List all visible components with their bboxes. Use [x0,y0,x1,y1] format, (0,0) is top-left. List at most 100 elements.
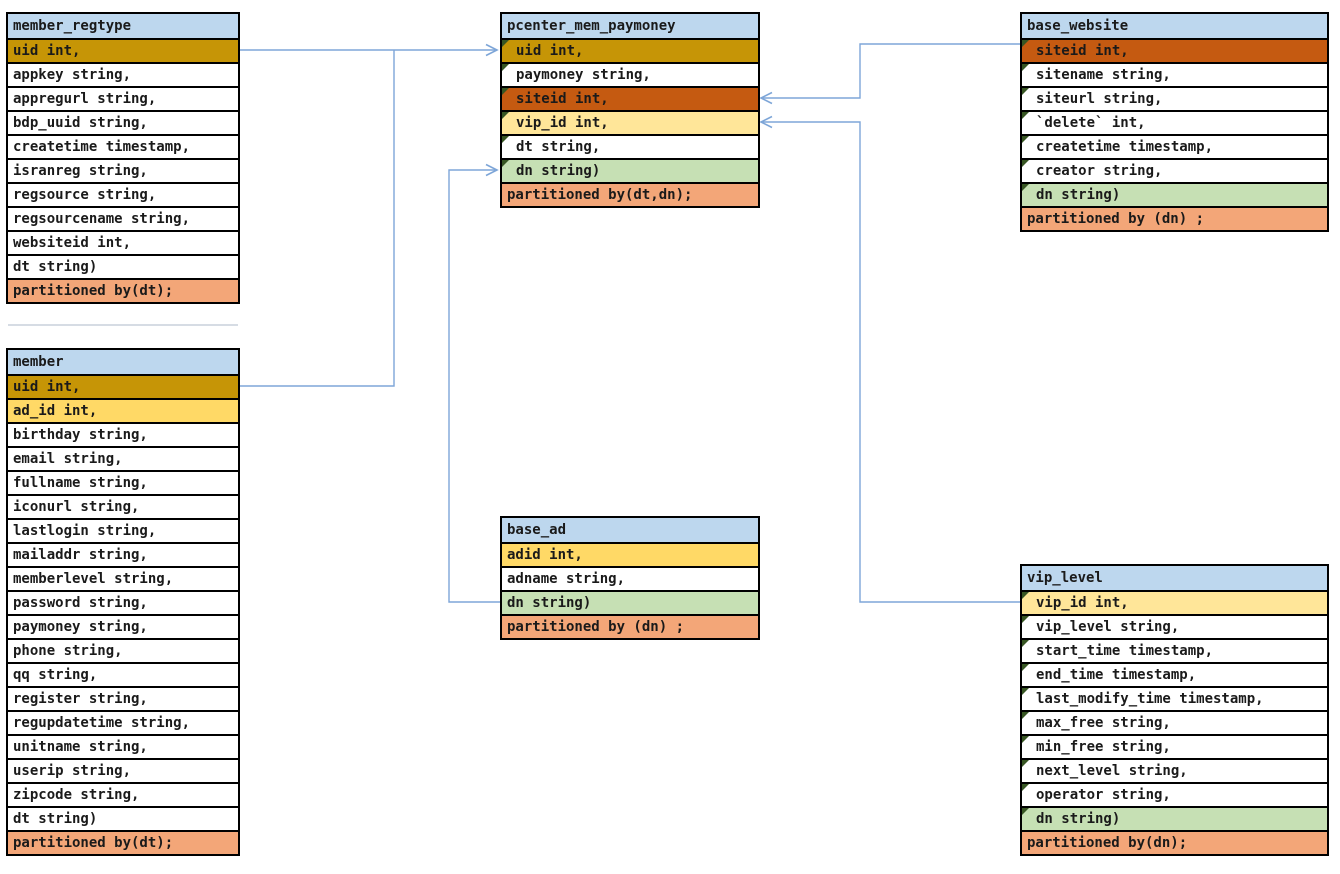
table-row: createtime timestamp, [1022,134,1327,158]
table-row: websiteid int, [8,230,238,254]
column-definition: siteid int, [516,91,609,107]
table-row: siteid int, [502,86,758,110]
column-definition: qq string, [13,667,98,683]
table-row: last_modify_time timestamp, [1022,686,1327,710]
table-header: member [8,350,238,374]
corner-mark-icon [1022,736,1029,743]
table-row: isranreg string, [8,158,238,182]
table-row: operator string, [1022,782,1327,806]
table-row: partitioned by (dn) ; [502,614,758,638]
table-row: partitioned by(dn); [1022,830,1327,854]
table-row: partitioned by(dt); [8,278,238,302]
corner-mark-icon [1022,616,1029,623]
column-definition: createtime timestamp, [13,139,191,155]
table-row: uid int, [8,374,238,398]
corner-mark-icon [502,136,509,143]
table-header: member_regtype [8,14,238,38]
table-row: fullname string, [8,470,238,494]
table-row: min_free string, [1022,734,1327,758]
column-definition: uid int, [516,43,584,59]
column-definition: dt string) [13,811,98,827]
table-row: dt string) [8,806,238,830]
table-header: base_website [1022,14,1327,38]
column-definition: email string, [13,451,123,467]
column-definition: partitioned by (dn) ; [1027,211,1205,227]
table-row: start_time timestamp, [1022,638,1327,662]
table-row: mailaddr string, [8,542,238,566]
corner-mark-icon [1022,808,1029,815]
column-definition: paymoney string, [516,67,651,83]
arrowhead-icon [759,91,773,105]
column-definition: max_free string, [1036,715,1171,731]
table-row: lastlogin string, [8,518,238,542]
table-row: vip_id int, [1022,590,1327,614]
column-definition: unitname string, [13,739,148,755]
table-row: dt string) [8,254,238,278]
table-row: siteid int, [1022,38,1327,62]
table-row: dt string, [502,134,758,158]
table-row: paymoney string, [8,614,238,638]
column-definition: appregurl string, [13,91,157,107]
column-definition: isranreg string, [13,163,148,179]
corner-mark-icon [1022,160,1029,167]
column-definition: paymoney string, [13,619,148,635]
corner-mark-icon [1022,136,1029,143]
column-definition: createtime timestamp, [1036,139,1214,155]
table-row: uid int, [502,38,758,62]
corner-mark-icon [502,160,509,167]
table-row: adid int, [502,542,758,566]
table-row: uid int, [8,38,238,62]
column-definition: vip_id int, [1036,595,1129,611]
table-row: password string, [8,590,238,614]
table-row: dn string) [502,158,758,182]
column-definition: partitioned by(dn); [1027,835,1188,851]
column-definition: bdp_uuid string, [13,115,148,131]
table-name: member [13,354,64,370]
column-definition: fullname string, [13,475,148,491]
table-row: createtime timestamp, [8,134,238,158]
table-name: base_ad [507,522,567,538]
table-row: regupdatetime string, [8,710,238,734]
corner-mark-icon [1022,784,1029,791]
column-definition: operator string, [1036,787,1171,803]
corner-mark-icon [1022,640,1029,647]
column-definition: ad_id int, [13,403,98,419]
table-row: vip_id int, [502,110,758,134]
table-row: creator string, [1022,158,1327,182]
column-definition: register string, [13,691,148,707]
column-definition: uid int, [13,379,81,395]
relationship-line-vip_level-vip_id [761,121,1022,603]
column-definition: lastlogin string, [13,523,157,539]
table-name: pcenter_mem_paymoney [507,18,676,34]
column-definition: last_modify_time timestamp, [1036,691,1264,707]
table-row: appkey string, [8,62,238,86]
column-definition: dt string) [13,259,98,275]
table-header: pcenter_mem_paymoney [502,14,758,38]
corner-mark-icon [1022,592,1029,599]
table-row: regsourcename string, [8,206,238,230]
table-row: dn string) [502,590,758,614]
column-definition: dn string) [507,595,592,611]
corner-mark-icon [502,112,509,119]
column-definition: next_level string, [1036,763,1188,779]
table-row: partitioned by (dn) ; [1022,206,1327,230]
column-definition: regsource string, [13,187,157,203]
column-definition: adname string, [507,571,626,587]
column-definition: partitioned by(dt); [13,835,174,851]
column-definition: partitioned by(dt,dn); [507,187,693,203]
corner-mark-icon [502,40,509,47]
table-row: birthday string, [8,422,238,446]
column-definition: dn string) [1036,811,1121,827]
column-definition: siteid int, [1036,43,1129,59]
corner-mark-icon [1022,664,1029,671]
table-row: phone string, [8,638,238,662]
table-member[interactable]: member uid int, ad_id int, birthday string,… [6,348,240,856]
column-definition: password string, [13,595,148,611]
table-row: partitioned by(dt,dn); [502,182,758,206]
